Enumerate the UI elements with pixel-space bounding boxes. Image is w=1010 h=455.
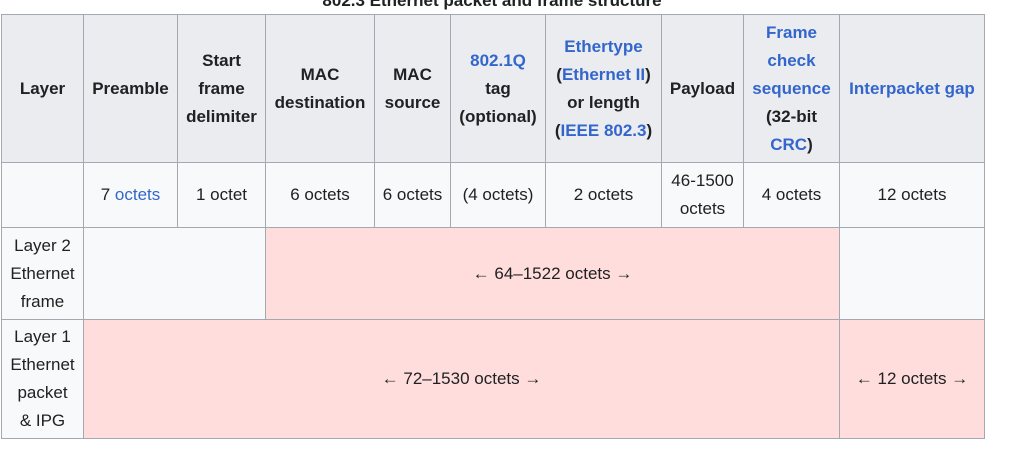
table-caption: 802.3 Ethernet packet and frame structur…: [322, 0, 662, 10]
octets-fcs: 4 octets: [743, 162, 840, 228]
ethernet-frame-table: Layer Preamble Start frame delimiter MAC…: [1, 14, 985, 439]
header-row: Layer Preamble Start frame delimiter MAC…: [1, 14, 985, 163]
link-ethernet-ii[interactable]: Ethernet II: [561, 64, 646, 84]
header-interpacket-gap: Interpacket gap: [839, 14, 985, 163]
link-crc[interactable]: CRC: [770, 134, 808, 154]
header-preamble: Preamble: [83, 14, 178, 163]
octets-layer-empty: [1, 162, 84, 228]
header-ethertype: Ethertype (Ethernet II) or length (IEEE …: [545, 14, 662, 163]
header-start-frame-delimiter: Start frame delimiter: [177, 14, 266, 163]
octets-mac-destination: 6 octets: [265, 162, 375, 228]
octets-ethertype: 2 octets: [545, 162, 662, 228]
layer2-empty-right: [839, 227, 985, 320]
layer2-frame-span: ← 64–1522 octets →: [265, 227, 840, 320]
header-802-1q-tag: 802.1Q tag (optional): [450, 14, 546, 163]
octets-sfd: 1 octet: [177, 162, 266, 228]
link-ethertype[interactable]: Ethertype: [564, 36, 643, 56]
header-layer: Layer: [1, 14, 84, 163]
link-ieee-802-3[interactable]: IEEE 802.3: [560, 120, 647, 140]
layer2-empty-left: [83, 227, 266, 320]
header-mac-destination: MAC destination: [265, 14, 375, 163]
layer1-packet-span: ← 72–1530 octets →: [83, 319, 840, 439]
octets-ipg: 12 octets: [839, 162, 985, 228]
octets-mac-source: 6 octets: [374, 162, 451, 228]
header-payload: Payload: [661, 14, 744, 163]
header-mac-source: MAC source: [374, 14, 451, 163]
link-802-1q[interactable]: 802.1Q: [470, 50, 526, 70]
link-interpacket-gap[interactable]: Interpacket gap: [849, 78, 975, 98]
link-octets[interactable]: octets: [114, 185, 161, 204]
layer1-ipg-span: ← 12 octets →: [839, 319, 985, 439]
octets-preamble: 7 octets: [83, 162, 178, 228]
octets-row: 7 octets 1 octet 6 octets 6 octets (4 oc…: [1, 162, 985, 228]
octets-802-1q: (4 octets): [450, 162, 546, 228]
